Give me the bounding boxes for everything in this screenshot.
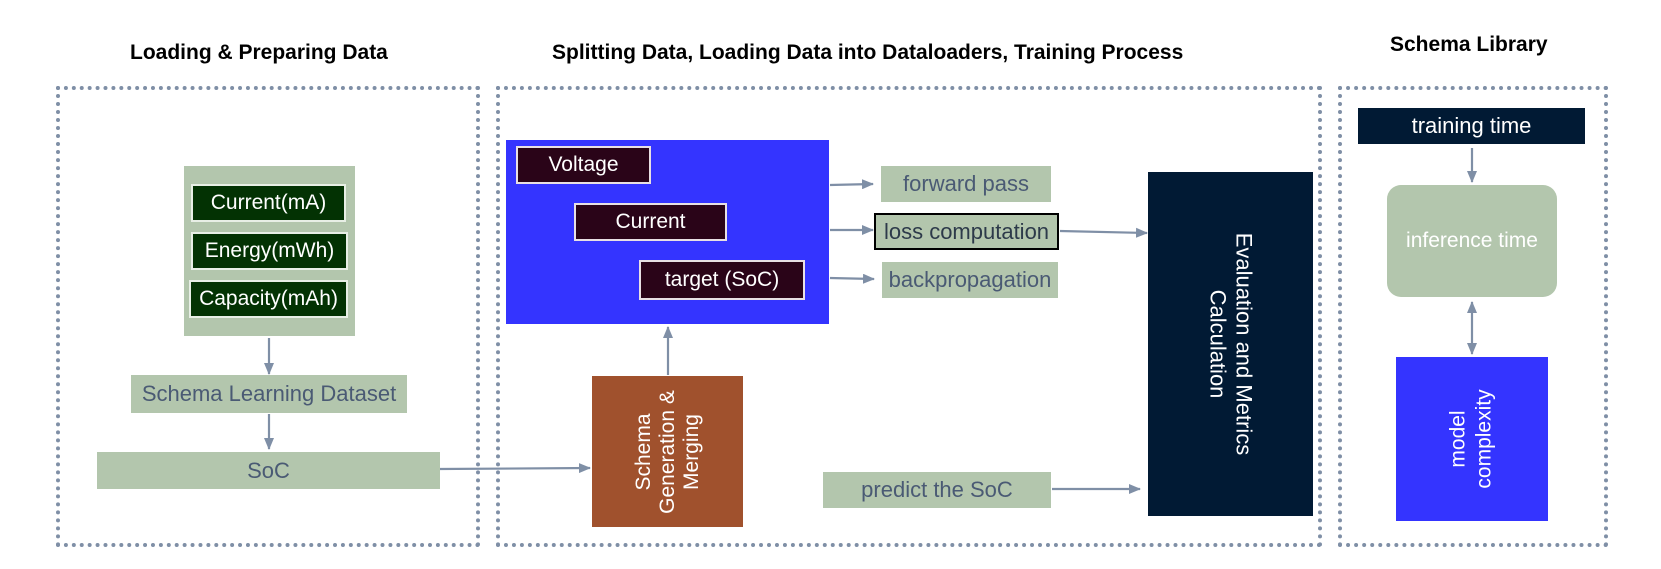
- model-complexity-box: model complexity: [1396, 357, 1548, 521]
- loss-computation-box: loss computation: [874, 213, 1059, 250]
- feature-capacity: Capacity(mAh): [189, 280, 348, 318]
- training-time-box: training time: [1358, 108, 1585, 144]
- title-library: Schema Library: [1390, 33, 1548, 56]
- title-loading: Loading & Preparing Data: [130, 41, 388, 64]
- eval-line-2: Calculation: [1205, 289, 1231, 399]
- panel-loading: [56, 86, 480, 547]
- schema-gen-line-3: Merging: [679, 413, 703, 490]
- inference-time-box: inference time: [1387, 185, 1557, 297]
- complexity-line-2: complexity: [1472, 389, 1496, 489]
- feature-current: Current(mA): [191, 184, 346, 222]
- eval-line-1: Evaluation and Metrics: [1231, 232, 1257, 456]
- forward-pass-box: forward pass: [881, 166, 1051, 202]
- panel-library: [1338, 86, 1608, 547]
- predict-soc-box: predict the SoC: [823, 472, 1051, 508]
- current-box: Current: [574, 203, 727, 241]
- voltage-box: Voltage: [516, 146, 651, 184]
- feature-energy: Energy(mWh): [191, 232, 348, 270]
- complexity-line-1: model: [1446, 410, 1470, 468]
- schema-gen-line-2: Generation &: [655, 389, 679, 514]
- schema-generation-merging: Schema Generation & Merging: [592, 376, 743, 527]
- panel-training: [496, 86, 1322, 547]
- title-splitting: Splitting Data, Loading Data into Datalo…: [552, 41, 1184, 64]
- schema-learning-dataset: Schema Learning Dataset: [131, 375, 407, 413]
- backpropagation-box: backpropagation: [882, 262, 1058, 298]
- soc-box: SoC: [97, 452, 440, 489]
- schema-gen-line-1: Schema: [631, 412, 655, 491]
- target-soc-box: target (SoC): [639, 260, 805, 300]
- evaluation-metrics-box: Evaluation and Metrics Calculation: [1148, 172, 1313, 516]
